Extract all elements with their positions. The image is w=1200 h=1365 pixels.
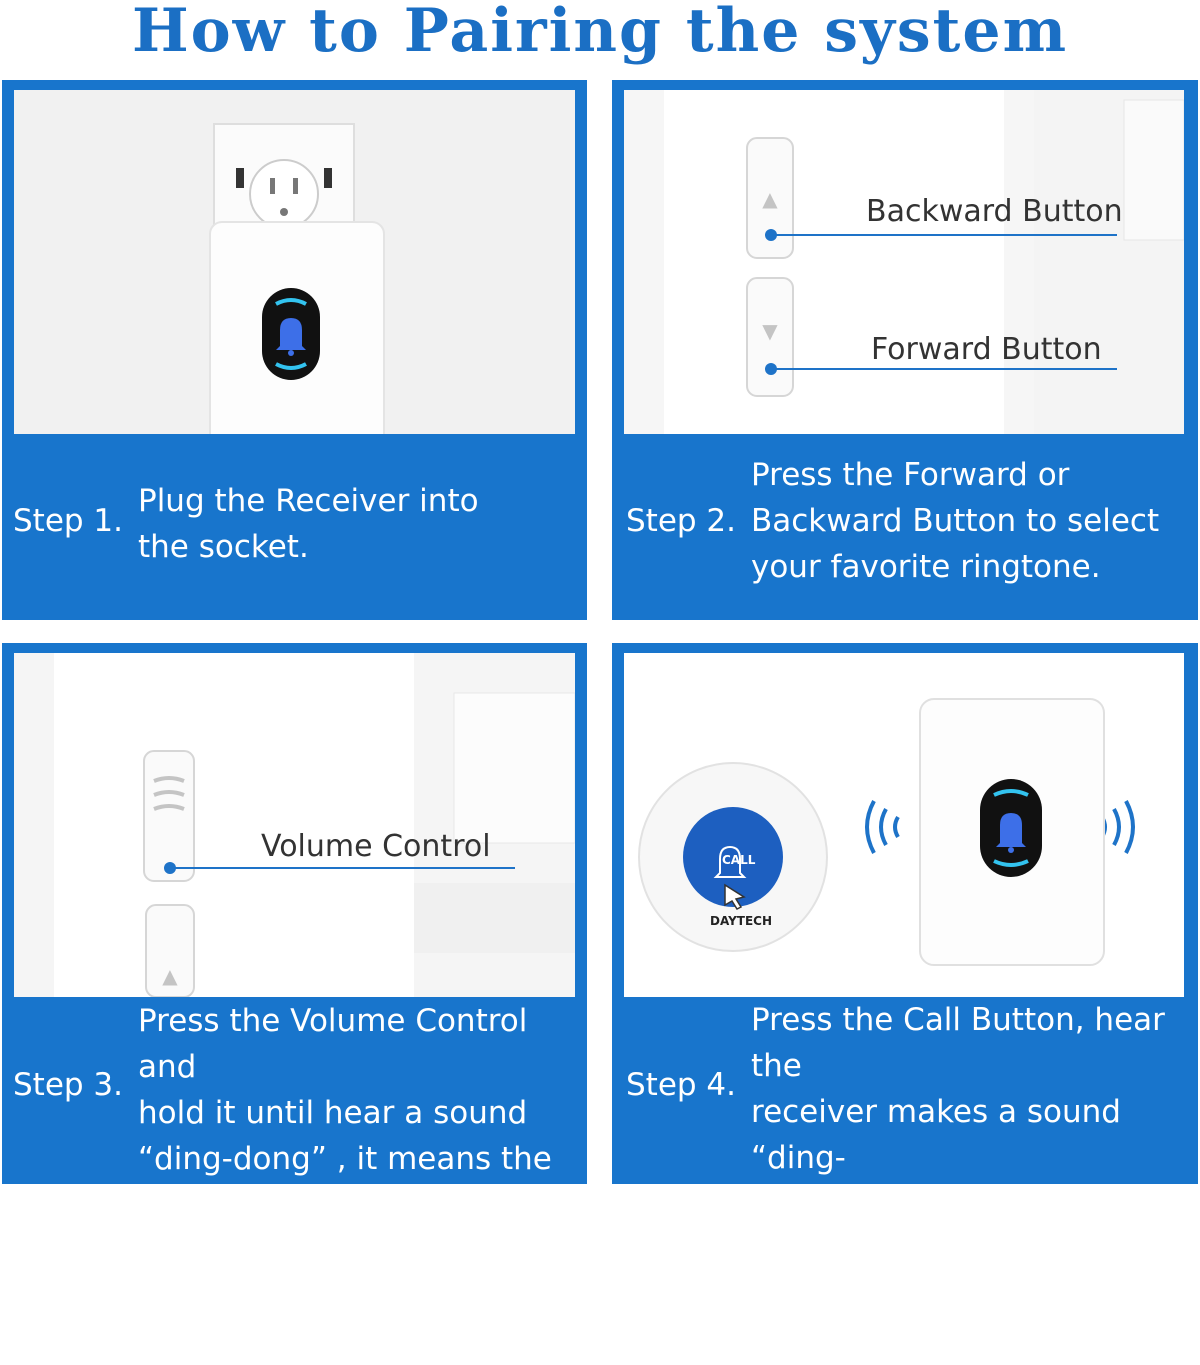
volume-control-pointer [164,862,176,874]
forward-button-pointer [765,363,777,375]
step-1-line-2: the socket. [138,529,309,565]
step-2-panel: ▲ ▼ Backward Button Forward Button Step … [612,80,1198,620]
receiver-side-illustration: ▲ ▼ [664,90,1184,434]
step-3-line-4: receiver get into pairing mode. [138,1187,512,1269]
step-4-line-3: dong” that means the Receiver [751,1186,1093,1268]
step-3-photo: ▲ [14,653,575,997]
svg-text:▲: ▲ [762,187,778,211]
step-4-photo [624,653,1184,997]
step-1-label: Step 1. [13,503,124,539]
svg-text:▲: ▲ [162,964,178,988]
step-3-line-2: hold it until hear a sound [138,1095,528,1131]
volume-control-illustration: ▲ [54,653,575,997]
step-4-text: Press the Call Button, hear the receiver… [751,997,1198,1365]
step-2-text: Press the Forward or Backward Button to … [751,452,1159,590]
call-button-label: CALL [722,853,756,867]
step-2-photo: ▲ ▼ [624,90,1184,434]
step-3-text: Press the Volume Control and hold it unt… [138,998,587,1274]
step-4-label: Step 4. [626,1067,737,1103]
step-2-line-1: Press the Forward or [751,457,1070,493]
step-4-panel: CALL DAYTECH Step 4. Press the Call Butt… [612,643,1198,1360]
step-3-line-3: “ding-dong” , it means the [138,1141,552,1177]
call-button-brand: DAYTECH [710,914,773,928]
step-3-label: Step 3. [13,1067,124,1103]
svg-text:▼: ▼ [762,319,778,343]
step-2-line-2: Backward Button to select [751,503,1160,539]
backward-button-pointer [765,229,777,241]
step-3-line-1: Press the Volume Control and [138,1003,528,1085]
page-title: How to Pairing the system [131,0,1069,66]
volume-control-callout: Volume Control [261,829,491,864]
backward-button-line [772,234,1117,236]
volume-control-line [172,867,515,869]
call-button-and-receiver-illustration [638,698,1135,966]
step-4-line-4: and the Call Button are paired. [751,1278,1112,1360]
step-2-label: Step 2. [626,503,737,539]
step-4-line-1: Press the Call Button, hear the [751,1002,1165,1084]
backward-button-callout: Backward Button [866,194,1123,229]
receiver-in-socket-illustration [209,123,385,434]
forward-button-line [772,368,1117,370]
forward-button-callout: Forward Button [871,332,1102,367]
step-4-line-2: receiver makes a sound “ding- [751,1094,1121,1176]
step-2-line-3: your favorite ringtone. [751,549,1101,585]
step-1-line-1: Plug the Receiver into [138,483,479,519]
step-3-panel: ▲ Volume Control Step 3. Press the Volum… [2,643,587,1269]
step-1-text: Plug the Receiver into the socket. [138,478,479,570]
step-1-panel: Step 1. Plug the Receiver into the socke… [2,80,587,620]
step-1-photo [14,90,575,434]
